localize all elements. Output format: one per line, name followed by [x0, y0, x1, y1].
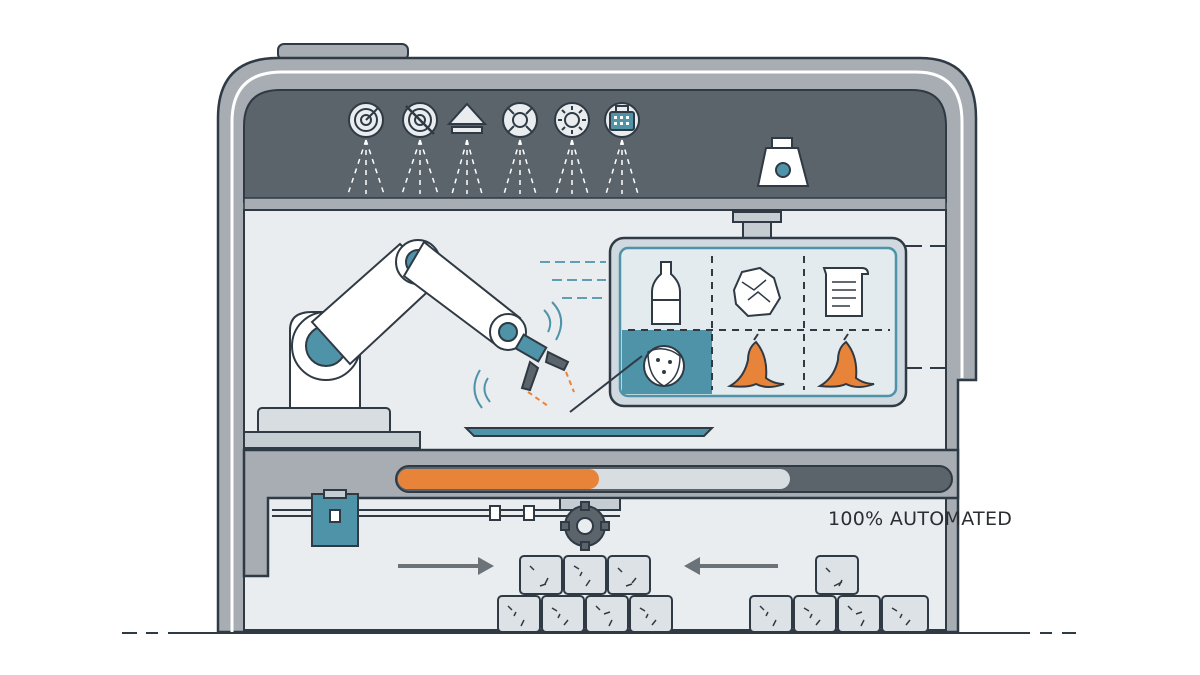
lemon-icon [643, 345, 685, 387]
actuator-rail [272, 489, 621, 547]
disabled-radar-icon [402, 102, 438, 138]
camera-icon [756, 137, 810, 187]
peel-icon [726, 333, 785, 388]
gear-icon [560, 501, 610, 551]
classification-screen [608, 236, 908, 408]
automation-caption: 100% AUTOMATED [828, 508, 1013, 530]
screen-connectors [905, 245, 946, 369]
progress-fill [398, 469, 599, 489]
document-icon [822, 267, 870, 317]
crumpled-paper-icon [732, 266, 782, 318]
arrow-up-icon [446, 102, 488, 134]
block-texture-right [759, 567, 911, 627]
target-icon [502, 102, 538, 138]
sun-icon [554, 102, 590, 138]
radar-icon [348, 102, 384, 138]
bottle-icon [651, 261, 681, 325]
progress-bar [395, 465, 953, 493]
peel-icon [816, 333, 875, 388]
detection-pointer [569, 355, 643, 413]
arrow-left-icon [684, 557, 778, 575]
sensor-beams [347, 139, 639, 195]
motion-lines [540, 261, 606, 299]
sorting-tray [463, 427, 715, 437]
block-texture-left [507, 565, 657, 627]
screen-mount [732, 211, 782, 241]
grid-sensor-icon [604, 102, 640, 138]
robot-arm [257, 239, 575, 435]
signal-waves [473, 301, 563, 409]
compressed-blocks-right [749, 555, 929, 633]
gripper-claw [520, 350, 570, 392]
arrow-right-icon [398, 557, 494, 575]
sensor-array [348, 102, 640, 138]
